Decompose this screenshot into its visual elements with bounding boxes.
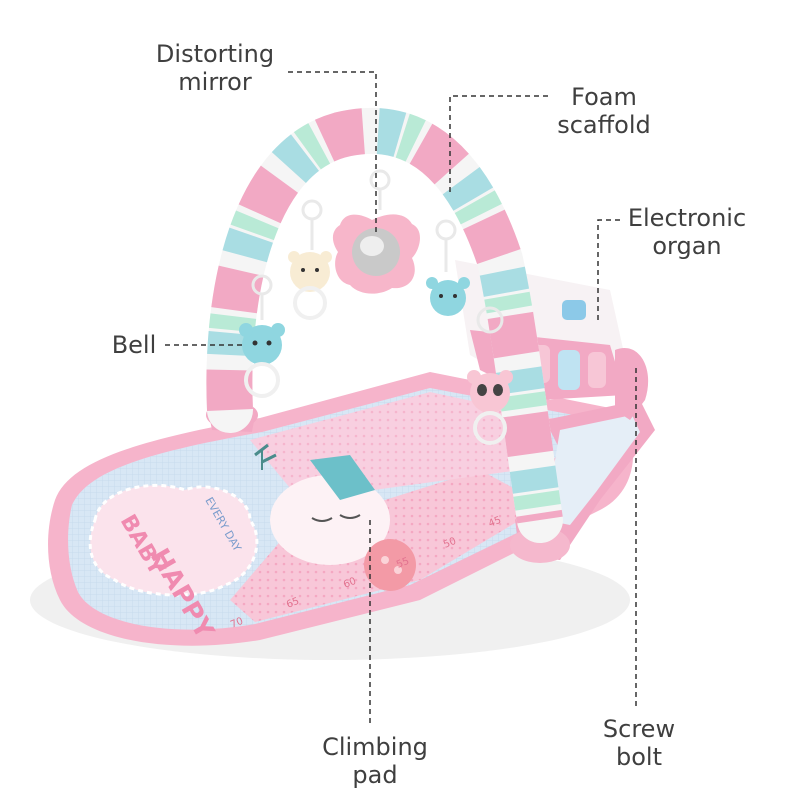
label-foam-scaffold: Foam scaffold: [552, 83, 656, 139]
label-bell: Bell: [104, 331, 164, 359]
distorting-mirror: [332, 214, 420, 294]
label-line: organ: [652, 232, 722, 260]
label-line: Screw: [602, 715, 676, 743]
label-line: pad: [352, 761, 398, 789]
label-line: Electronic: [627, 204, 747, 232]
label-line: Distorting: [155, 40, 275, 68]
ruler-label: 70: [229, 616, 245, 631]
label-line: bolt: [616, 743, 662, 771]
foam-scaffold: [206, 107, 563, 543]
ruler-label: 60: [342, 576, 358, 591]
ruler-label: 50: [442, 536, 458, 551]
ruler-label: 65: [285, 596, 301, 611]
leader-line-mirror: [288, 71, 377, 236]
climbing-pad: HAPPY BABY EVERY DAY 70 65 60 55 50 45 4…: [48, 372, 634, 646]
label-electronic-organ: Electronic organ: [622, 204, 752, 260]
ruler-label: 45: [487, 515, 503, 530]
tiger-rattle: [288, 251, 332, 320]
label-line: scaffold: [557, 111, 651, 139]
label-line: Climbing: [322, 733, 428, 761]
ruler-label: 55: [395, 556, 411, 571]
hanging-toys: [251, 169, 504, 334]
label-climbing-pad: Climbing pad: [310, 733, 440, 789]
blue-bear-rattle: [426, 277, 470, 316]
label-line: Foam: [571, 83, 637, 111]
label-line: Bell: [111, 331, 157, 359]
bell-toy: [239, 323, 285, 398]
label-distorting-mirror: Distorting mirror: [150, 40, 280, 96]
leader-line-scaffold: [449, 95, 548, 192]
leader-line-organ: [597, 219, 620, 322]
label-line: mirror: [178, 68, 252, 96]
panda-rattle: [467, 370, 513, 445]
label-screw-bolt: Screw bolt: [594, 715, 684, 771]
